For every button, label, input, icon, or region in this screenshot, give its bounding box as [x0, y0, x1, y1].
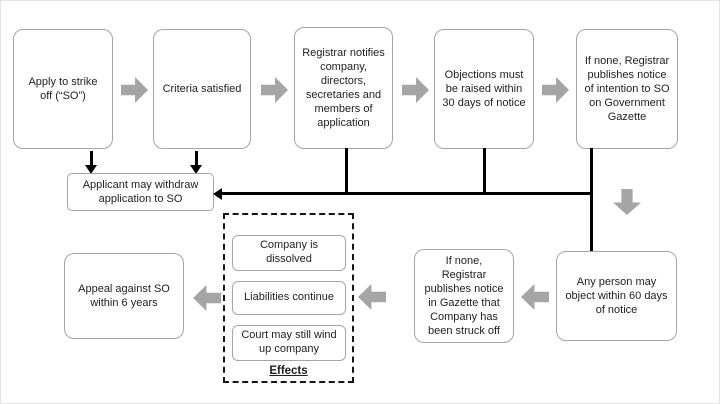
flow-arrow-left-icon	[193, 285, 221, 311]
node-withdraw-application: Applicant may withdraw application to SO	[67, 173, 214, 211]
connector-line	[222, 192, 593, 195]
node-apply-strike-off: Apply to strike off (“SO”)	[13, 29, 113, 149]
node-apply-strike-off-label: Apply to strike off (“SO”)	[28, 75, 98, 102]
flow-arrow-right-icon	[542, 77, 569, 103]
node-struck-off-notice-label: If none, Registrar publishes notice in G…	[424, 254, 504, 338]
node-objections-30-days: Objections must be raised within 30 days…	[434, 29, 534, 149]
flow-arrow-left-icon	[521, 284, 549, 310]
node-registrar-notifies: Registrar notifies company, directors, s…	[294, 27, 393, 149]
node-objections-30-days-label: Objections must be raised within 30 days…	[442, 68, 526, 110]
effects-item-dissolved: Company is dissolved	[232, 235, 346, 271]
effects-item-liabilities-label: Liabilities continue	[244, 291, 334, 304]
connector-line	[590, 148, 593, 253]
connector-line	[195, 151, 198, 166]
node-any-person-object-label: Any person may object within 60 days of …	[565, 275, 668, 317]
node-any-person-object: Any person may object within 60 days of …	[556, 251, 677, 341]
effects-item-court-wind-up-label: Court may still wind up company	[241, 329, 337, 355]
connector-line	[90, 151, 93, 166]
connector-line	[345, 148, 348, 194]
effects-item-liabilities: Liabilities continue	[232, 281, 346, 315]
flow-arrow-right-icon	[261, 77, 288, 103]
flow-arrow-down-icon	[613, 189, 641, 215]
flow-arrow-right-icon	[121, 77, 148, 103]
node-appeal-label: Appeal against SO within 6 years	[78, 282, 170, 309]
effects-group: Company is dissolved Liabilities continu…	[223, 213, 354, 383]
node-appeal: Appeal against SO within 6 years	[64, 253, 184, 339]
effects-item-court-wind-up: Court may still wind up company	[232, 325, 346, 361]
node-struck-off-notice: If none, Registrar publishes notice in G…	[414, 249, 514, 343]
effects-group-title: Effects	[269, 365, 308, 377]
node-criteria-satisfied: Criteria satisfied	[153, 29, 251, 149]
node-criteria-satisfied-label: Criteria satisfied	[162, 82, 242, 95]
node-registrar-notifies-label: Registrar notifies company, directors, s…	[302, 46, 385, 130]
effects-item-dissolved-label: Company is dissolved	[259, 239, 319, 265]
node-withdraw-application-label: Applicant may withdraw application to SO	[82, 178, 199, 205]
node-publish-intention: If none, Registrar publishes notice of i…	[576, 29, 678, 149]
arrowhead-left-icon	[213, 188, 222, 200]
flow-arrow-left-icon	[358, 284, 386, 310]
node-publish-intention-label: If none, Registrar publishes notice of i…	[584, 54, 670, 124]
arrowhead-down-icon	[85, 165, 97, 174]
arrowhead-down-icon	[190, 165, 202, 174]
connector-line	[483, 148, 486, 194]
flow-arrow-right-icon	[402, 77, 429, 103]
